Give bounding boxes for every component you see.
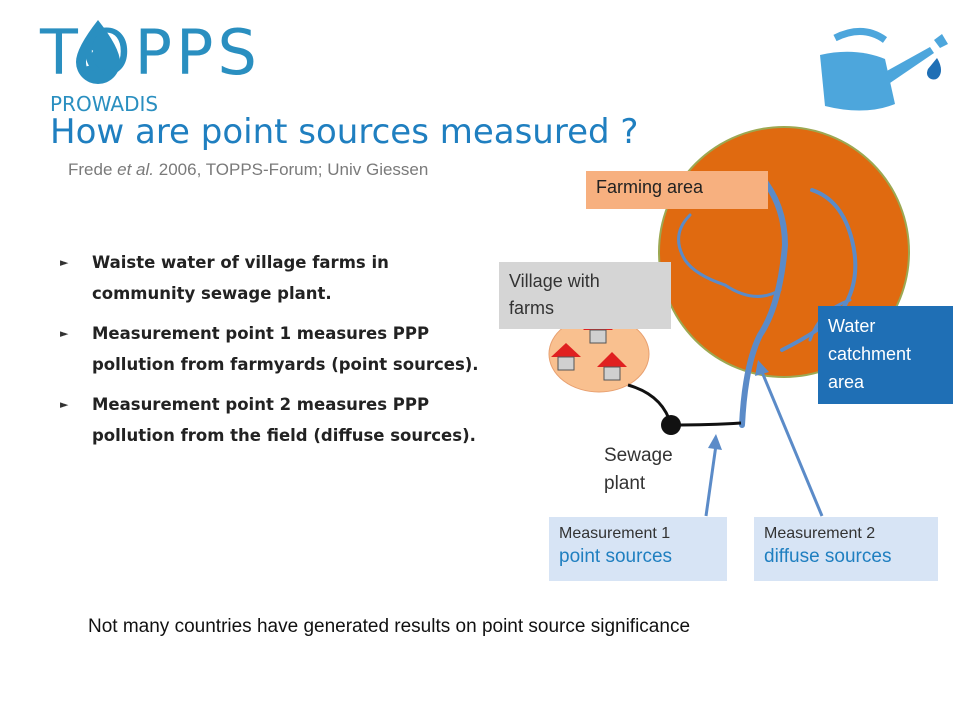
- house-icon: [597, 352, 627, 381]
- subtitle-rest: 2006, TOPPS-Forum; Univ Giessen: [158, 160, 429, 179]
- footer-note: Not many countries have generated result…: [88, 616, 691, 637]
- subtitle-author: Frede: [68, 160, 113, 179]
- water-label-line: area: [828, 372, 865, 392]
- triangle-bullet-icon: ►: [60, 256, 69, 269]
- bullet-text: Measurement point 2 measures PPP polluti…: [92, 395, 476, 445]
- logo-subtitle: PROWADIS: [50, 92, 159, 116]
- measurement-1-subtitle: point sources: [559, 546, 673, 567]
- subtitle-etal: et al.: [117, 160, 155, 179]
- measurement-1-box: Measurement 1 point sources: [549, 517, 727, 581]
- triangle-bullet-icon: ►: [60, 327, 69, 340]
- sewage-plant-label: Sewage plant: [604, 442, 673, 498]
- village-label: Village with farms: [499, 262, 671, 329]
- bullet-item: ► Waiste water of village farms in commun…: [60, 247, 480, 309]
- bullet-list: ► Waiste water of village farms in commun…: [60, 247, 480, 460]
- watering-can-icon: [820, 28, 948, 111]
- sewage-plant-dot: [661, 415, 681, 435]
- sewage-pipe: [627, 383, 742, 427]
- bullet-text: Measurement point 1 measures PPP polluti…: [92, 324, 479, 374]
- measurement-arrow: [755, 360, 824, 517]
- measurement-1-title: Measurement 1: [559, 525, 671, 542]
- page-subtitle: Frede et al. 2006, TOPPS-Forum; Univ Gie…: [68, 160, 428, 180]
- measurement-2-subtitle: diffuse sources: [764, 546, 892, 567]
- measurement-arrow: [704, 434, 722, 517]
- village-label-line: Village with: [509, 271, 600, 291]
- sewage-label-line: plant: [604, 473, 646, 494]
- bullet-item: ► Measurement point 2 measures PPP pollut…: [60, 389, 480, 451]
- logo-wordmark: TOPPS: [40, 22, 261, 84]
- logo-name: TOPPS: [40, 16, 261, 89]
- water-label-line: catchment: [828, 344, 912, 364]
- page-title: How are point sources measured ?: [50, 112, 639, 152]
- measurement-2-box: Measurement 2 diffuse sources: [754, 517, 938, 581]
- sewage-label-line: Sewage: [604, 445, 673, 466]
- house-icon: [551, 343, 581, 371]
- triangle-bullet-icon: ►: [60, 398, 69, 411]
- water-catchment-label: Water catchment area: [818, 306, 953, 404]
- measurement-2-title: Measurement 2: [764, 525, 876, 542]
- water-label-line: Water: [828, 316, 876, 336]
- farming-area-label: Farming area: [586, 171, 768, 209]
- bullet-item: ► Measurement point 1 measures PPP pollut…: [60, 318, 480, 380]
- village-label-line: farms: [509, 298, 554, 318]
- bullet-text: Waiste water of village farms in communi…: [92, 253, 389, 303]
- droplet-icon: [76, 20, 120, 84]
